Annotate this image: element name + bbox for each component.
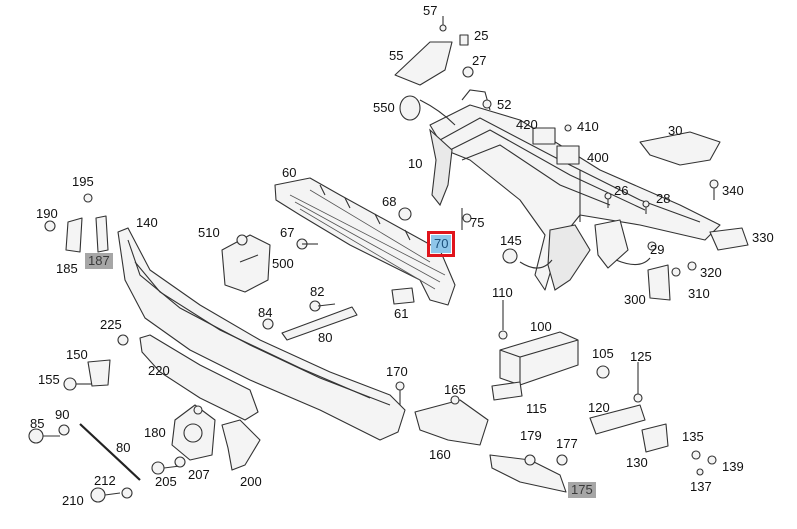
- part-label-510[interactable]: 510: [198, 225, 220, 240]
- part-label-550[interactable]: 550: [373, 100, 395, 115]
- part-label-140[interactable]: 140: [136, 215, 158, 230]
- part-label-150[interactable]: 150: [66, 347, 88, 362]
- module-100: [499, 331, 579, 386]
- clip-400: [556, 145, 580, 165]
- part-label-68[interactable]: 68: [382, 194, 397, 209]
- part-label-420[interactable]: 420: [516, 117, 538, 132]
- part-label-180[interactable]: 180: [144, 425, 166, 440]
- part-label-61[interactable]: 61: [394, 306, 409, 321]
- part-label-177[interactable]: 177: [556, 436, 578, 451]
- bracket-330: [709, 227, 749, 251]
- part-label-320[interactable]: 320: [700, 265, 722, 280]
- bracket-200: [221, 419, 261, 471]
- part-label-26[interactable]: 26: [614, 183, 629, 198]
- part-label-135[interactable]: 135: [682, 429, 704, 444]
- front-carrier-frame: [429, 89, 721, 291]
- part-label-10[interactable]: 10: [408, 156, 423, 171]
- bracket-180: [171, 404, 216, 461]
- part-label-25[interactable]: 25: [474, 28, 489, 43]
- bracket-300: [647, 264, 671, 301]
- rod-80-middle: [281, 306, 358, 341]
- harness-lines: [419, 99, 651, 269]
- part-label-155[interactable]: 155: [38, 372, 60, 387]
- part-label-210[interactable]: 210: [62, 493, 84, 508]
- bracket-120: [589, 404, 646, 435]
- part-label-160[interactable]: 160: [429, 447, 451, 462]
- fasteners: [28, 16, 719, 503]
- bracket-160: [414, 399, 489, 446]
- part-label-27[interactable]: 27: [472, 53, 487, 68]
- bracket-187: [95, 215, 109, 253]
- part-label-28[interactable]: 28: [656, 191, 671, 206]
- part-label-187[interactable]: 187: [85, 253, 113, 269]
- rod-80-lower: [79, 423, 141, 481]
- part-label-185[interactable]: 185: [56, 261, 78, 276]
- part-label-82[interactable]: 82: [310, 284, 325, 299]
- bracket-115: [491, 381, 523, 401]
- bracket-30: [639, 131, 721, 166]
- part-label-80-lower[interactable]: 80: [116, 440, 131, 455]
- part-label-170[interactable]: 170: [386, 364, 408, 379]
- part-label-205[interactable]: 205: [155, 474, 177, 489]
- part-label-330[interactable]: 330: [752, 230, 774, 245]
- bumper-beam: [117, 227, 406, 441]
- part-label-300[interactable]: 300: [624, 292, 646, 307]
- part-label-67[interactable]: 67: [280, 225, 295, 240]
- part-label-137[interactable]: 137: [690, 479, 712, 494]
- clip-420: [532, 127, 556, 145]
- part-label-500[interactable]: 500: [272, 256, 294, 271]
- part-label-200[interactable]: 200: [240, 474, 262, 489]
- part-label-220[interactable]: 220: [148, 363, 170, 378]
- clip-61: [391, 287, 415, 305]
- bracket-150: [87, 359, 111, 387]
- part-label-165[interactable]: 165: [444, 382, 466, 397]
- part-label-175[interactable]: 175: [568, 482, 596, 498]
- horn-550: [399, 95, 421, 121]
- part-label-190[interactable]: 190: [36, 206, 58, 221]
- part-label-179[interactable]: 179: [520, 428, 542, 443]
- part-label-70-selected[interactable]: 70: [426, 231, 456, 257]
- part-label-340[interactable]: 340: [722, 183, 744, 198]
- part-label-139[interactable]: 139: [722, 459, 744, 474]
- part-label-120[interactable]: 120: [588, 400, 610, 415]
- bracket-130: [641, 423, 669, 453]
- part-label-115[interactable]: 115: [526, 401, 547, 416]
- part-label-57[interactable]: 57: [423, 3, 438, 18]
- part-label-105[interactable]: 105: [592, 346, 614, 361]
- part-label-29[interactable]: 29: [650, 242, 665, 257]
- part-label-30[interactable]: 30: [668, 123, 683, 138]
- part-label-130[interactable]: 130: [626, 455, 648, 470]
- bracket-185: [65, 217, 83, 253]
- part-label-125[interactable]: 125: [630, 349, 652, 364]
- part-label-60[interactable]: 60: [282, 165, 297, 180]
- lower-grille-carrier: [274, 177, 456, 306]
- part-label-90[interactable]: 90: [55, 407, 70, 422]
- bracket-500: [221, 234, 271, 293]
- part-label-410[interactable]: 410: [577, 119, 599, 134]
- part-label-110[interactable]: 110: [492, 285, 513, 300]
- part-label-55[interactable]: 55: [389, 48, 404, 63]
- part-label-195[interactable]: 195: [72, 174, 94, 189]
- part-label-80-middle[interactable]: 80: [318, 330, 333, 345]
- lower-beam: [139, 334, 259, 421]
- part-label-225[interactable]: 225: [100, 317, 122, 332]
- part-label-207[interactable]: 207: [188, 467, 210, 482]
- bracket-55: [394, 41, 453, 86]
- part-label-52[interactable]: 52: [497, 97, 512, 112]
- part-label-75[interactable]: 75: [470, 215, 485, 230]
- part-label-100[interactable]: 100: [530, 319, 552, 334]
- part-label-212[interactable]: 212: [94, 473, 116, 488]
- part-label-145[interactable]: 145: [500, 233, 522, 248]
- part-label-400[interactable]: 400: [587, 150, 609, 165]
- part-label-84[interactable]: 84: [258, 305, 273, 320]
- part-label-85[interactable]: 85: [30, 416, 45, 431]
- part-label-310[interactable]: 310: [688, 286, 710, 301]
